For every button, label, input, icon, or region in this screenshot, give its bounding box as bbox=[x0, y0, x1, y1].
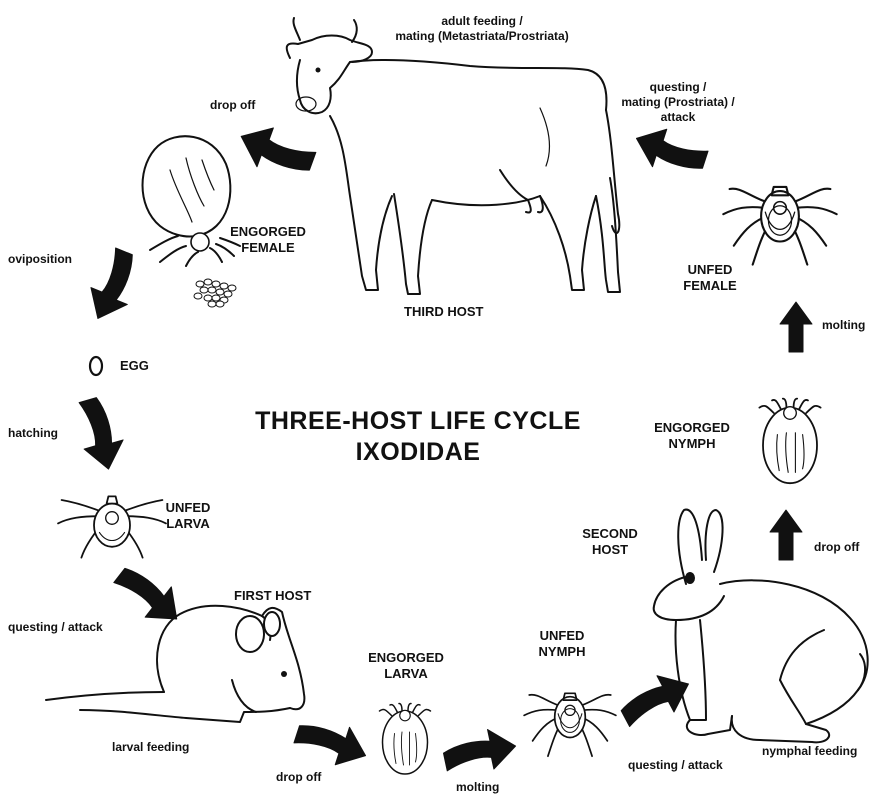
questing-attack-larva-label: questing / attack bbox=[8, 620, 103, 635]
cow-illustration bbox=[287, 18, 620, 294]
questing-female-line-3: attack bbox=[621, 110, 734, 125]
unfed-larva-line-2: LARVA bbox=[166, 516, 211, 532]
arrow-drop-off-larva bbox=[291, 712, 372, 772]
oviposition-label: oviposition bbox=[8, 252, 72, 267]
unfed-larva-tick-illustration bbox=[58, 496, 166, 557]
questing-female-line-2: mating (Prostriata) / bbox=[621, 95, 734, 110]
drop-off-female-label: drop off bbox=[210, 98, 255, 113]
questing-attack-nymph-label: questing / attack bbox=[628, 758, 723, 773]
engorged-nymph-line-2: NYMPH bbox=[654, 436, 730, 452]
arrow-hatching bbox=[71, 394, 129, 474]
arrow-oviposition bbox=[81, 245, 145, 327]
engorged-female-line-1: ENGORGED bbox=[230, 224, 306, 240]
third-host-label: THIRD HOST bbox=[404, 304, 483, 320]
unfed-female-line-1: UNFED bbox=[683, 262, 736, 278]
engorged-female-tick-illustration bbox=[143, 136, 241, 307]
engorged-nymph-tick-illustration bbox=[759, 399, 820, 484]
arrow-questing-attack-larva bbox=[109, 557, 190, 633]
engorged-female-line-2: FEMALE bbox=[230, 240, 306, 256]
arrow-questing-attack-nymph bbox=[615, 665, 697, 734]
nymphal-feeding-label: nymphal feeding bbox=[762, 744, 857, 759]
unfed-nymph-label: UNFED NYMPH bbox=[539, 628, 586, 661]
unfed-larva-line-1: UNFED bbox=[166, 500, 211, 516]
arrow-molting-larva bbox=[441, 725, 520, 779]
adult-feeding-label: adult feeding / mating (Metastriata/Pros… bbox=[395, 14, 568, 44]
title-line-1: THREE-HOST LIFE CYCLE bbox=[255, 406, 581, 437]
engorged-female-label: ENGORGED FEMALE bbox=[230, 224, 306, 257]
title-line-2: IXODIDAE bbox=[255, 437, 581, 468]
engorged-larva-label: ENGORGED LARVA bbox=[368, 650, 444, 683]
second-host-line-2: HOST bbox=[582, 542, 638, 558]
questing-female-line-1: questing / bbox=[621, 80, 734, 95]
unfed-female-line-2: FEMALE bbox=[683, 278, 736, 294]
molting-larva-label: molting bbox=[456, 780, 499, 795]
diagram-title: THREE-HOST LIFE CYCLE IXODIDAE bbox=[255, 406, 581, 467]
unfed-nymph-line-2: NYMPH bbox=[539, 644, 586, 660]
unfed-female-label: UNFED FEMALE bbox=[683, 262, 736, 295]
unfed-nymph-tick-illustration bbox=[524, 693, 616, 756]
arrow-questing-female bbox=[630, 121, 711, 181]
second-host-line-1: SECOND bbox=[582, 526, 638, 542]
engorged-nymph-label: ENGORGED NYMPH bbox=[654, 420, 730, 453]
engorged-larva-tick-illustration bbox=[380, 704, 431, 775]
arrow-drop-off-nymph bbox=[770, 510, 802, 560]
arrow-molting-nymph bbox=[780, 302, 812, 352]
egg-label: EGG bbox=[120, 358, 149, 374]
first-host-label: FIRST HOST bbox=[234, 588, 311, 604]
engorged-nymph-line-1: ENGORGED bbox=[654, 420, 730, 436]
engorged-larva-line-1: ENGORGED bbox=[368, 650, 444, 666]
unfed-female-tick-illustration bbox=[723, 187, 836, 265]
adult-feeding-line-1: adult feeding / bbox=[395, 14, 568, 29]
larval-feeding-label: larval feeding bbox=[112, 740, 189, 755]
engorged-larva-line-2: LARVA bbox=[368, 666, 444, 682]
adult-feeding-line-2: mating (Metastriata/Prostriata) bbox=[395, 29, 568, 44]
drop-off-larva-label: drop off bbox=[276, 770, 321, 785]
arrow-drop-off-female bbox=[233, 119, 318, 184]
unfed-larva-label: UNFED LARVA bbox=[166, 500, 211, 533]
unfed-nymph-line-1: UNFED bbox=[539, 628, 586, 644]
hatching-label: hatching bbox=[8, 426, 58, 441]
questing-female-label: questing / mating (Prostriata) / attack bbox=[621, 80, 734, 125]
drop-off-nymph-label: drop off bbox=[814, 540, 859, 555]
molting-nymph-label: molting bbox=[822, 318, 865, 333]
egg-illustration bbox=[90, 357, 102, 375]
second-host-label: SECOND HOST bbox=[582, 526, 638, 559]
